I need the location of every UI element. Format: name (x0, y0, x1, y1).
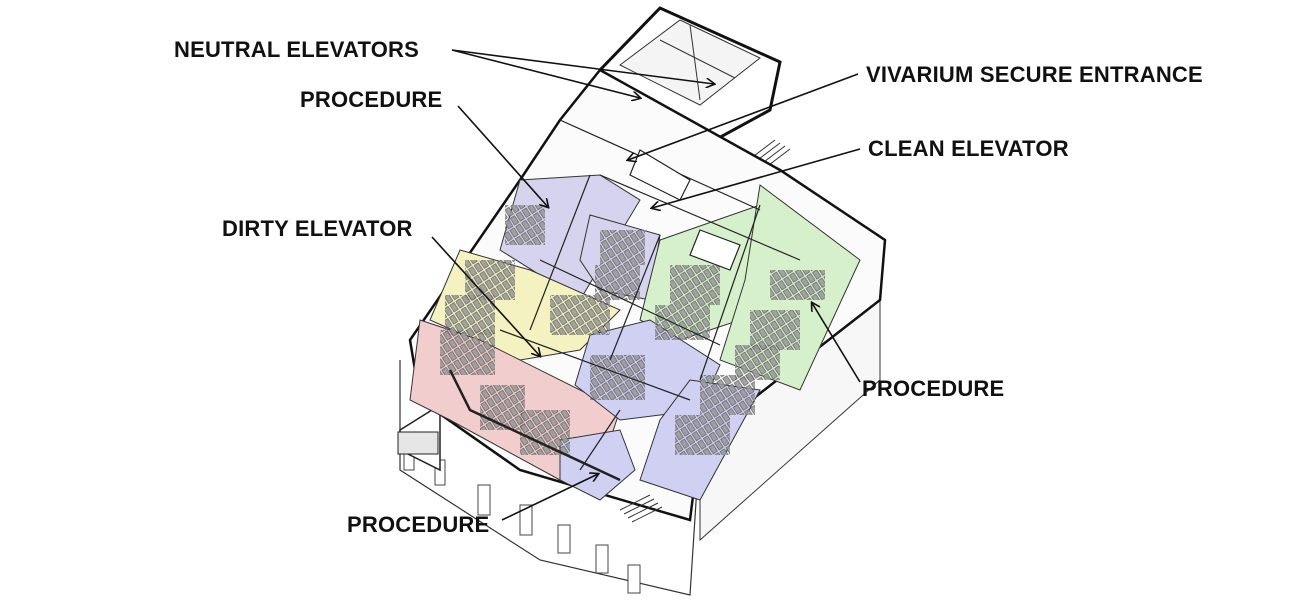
label-dirty-elevator: DIRTY ELEVATOR (222, 216, 413, 241)
leader-procedure-right (812, 303, 861, 383)
leader-neutral-elevators-2 (451, 49, 714, 84)
label-neutral-elevators: NEUTRAL ELEVATORS (174, 37, 420, 62)
label-procedure-top: PROCEDURE (300, 87, 443, 112)
leader-procedure-top (457, 105, 548, 207)
stair-bottom (619, 494, 663, 523)
label-procedure-bottom: PROCEDURE (347, 512, 490, 537)
animal-racks (440, 205, 825, 455)
label-clean-elevator: CLEAN ELEVATOR (868, 136, 1069, 161)
leader-clean-elevator (652, 148, 861, 208)
leader-neutral-elevators-1 (451, 49, 640, 98)
leader-dirty-elevator (431, 236, 540, 356)
leader-procedure-bottom (501, 474, 598, 521)
leader-lines (431, 49, 861, 521)
leader-vivarium-secure-entrance (628, 73, 859, 160)
label-procedure-right: PROCEDURE (862, 376, 1005, 401)
label-vivarium-secure-entrance: VIVARIUM SECURE ENTRANCE (866, 62, 1203, 87)
